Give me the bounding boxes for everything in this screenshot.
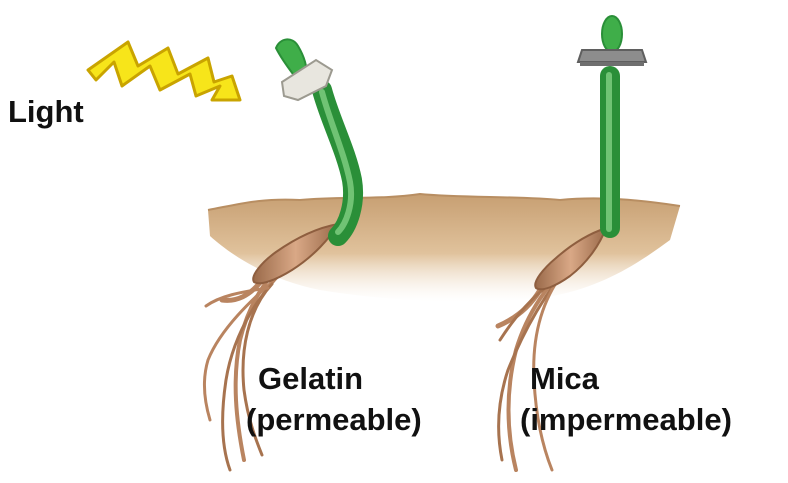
mica-label: Mica — [530, 363, 599, 394]
gelatin-label: Gelatin — [258, 363, 363, 394]
mica-tip — [602, 16, 622, 52]
gelatin-property-label: (permeable) — [246, 404, 422, 435]
mica-property-label: (impermeable) — [520, 404, 732, 435]
mica-block — [578, 50, 646, 62]
lightning-bolt-icon — [88, 42, 240, 100]
light-label: Light — [8, 96, 84, 127]
